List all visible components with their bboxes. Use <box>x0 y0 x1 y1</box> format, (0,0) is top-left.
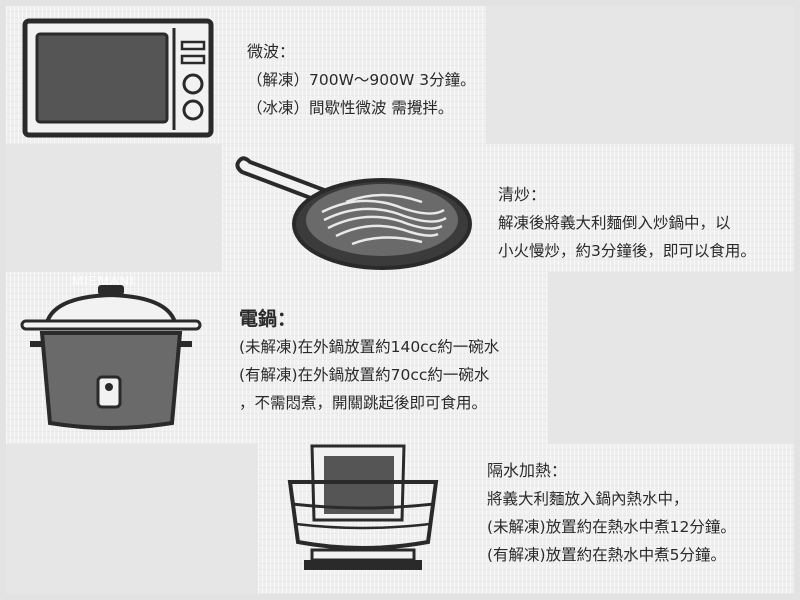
background-panel <box>6 144 222 272</box>
instruction-line: （解凍）700W～900W 3分鐘。 <box>247 71 476 89</box>
instruction-line: (有解凍)放置約在熱水中煮5分鐘。 <box>487 546 726 564</box>
water-bath-text: 隔水加熱： 將義大利麵放入鍋內熱水中， (未解凍)放置約在熱水中煮12分鐘。 (… <box>487 457 736 569</box>
rice-cooker-text: 電鍋： (未解凍)在外鍋放置約140cc約一碗水 (有解凍)在外鍋放置約70cc… <box>239 305 499 417</box>
instruction-line: ，不需悶煮，開關跳起後即可食用。 <box>239 394 488 412</box>
watermark: MIEMANI <box>72 273 135 288</box>
pot-with-bag-icon <box>287 444 439 570</box>
instruction-line: 小火慢炒，約3分鐘後，即可以食用。 <box>498 242 756 260</box>
background-panel <box>548 272 794 444</box>
background-panel <box>486 6 794 144</box>
background-panel <box>6 444 258 594</box>
instruction-line: （冰凍）間歇性微波 需攪拌。 <box>247 99 454 117</box>
instruction-line: 將義大利麵放入鍋內熱水中， <box>487 490 689 508</box>
frying-pan-icon <box>235 156 472 270</box>
section-title: 微波： <box>247 42 296 61</box>
section-title: 隔水加熱： <box>487 461 568 480</box>
microwave-icon <box>22 18 214 138</box>
section-title: 電鍋： <box>239 308 297 330</box>
microwave-text: 微波： （解凍）700W～900W 3分鐘。 （冰凍）間歇性微波 需攪拌。 <box>247 38 476 122</box>
instruction-line: (未解凍)放置約在熱水中煮12分鐘。 <box>487 518 736 536</box>
section-title: 清炒： <box>498 185 547 204</box>
instruction-line: (未解凍)在外鍋放置約140cc約一碗水 <box>239 338 500 356</box>
instruction-line: (有解凍)在外鍋放置約70cc約一碗水 <box>239 366 490 384</box>
stirfry-text: 清炒： 解凍後將義大利麵倒入炒鍋中，以 小火慢炒，約3分鐘後，即可以食用。 <box>498 181 756 265</box>
instruction-line: 解凍後將義大利麵倒入炒鍋中，以 <box>498 214 731 232</box>
rice-cooker-icon <box>20 285 202 430</box>
